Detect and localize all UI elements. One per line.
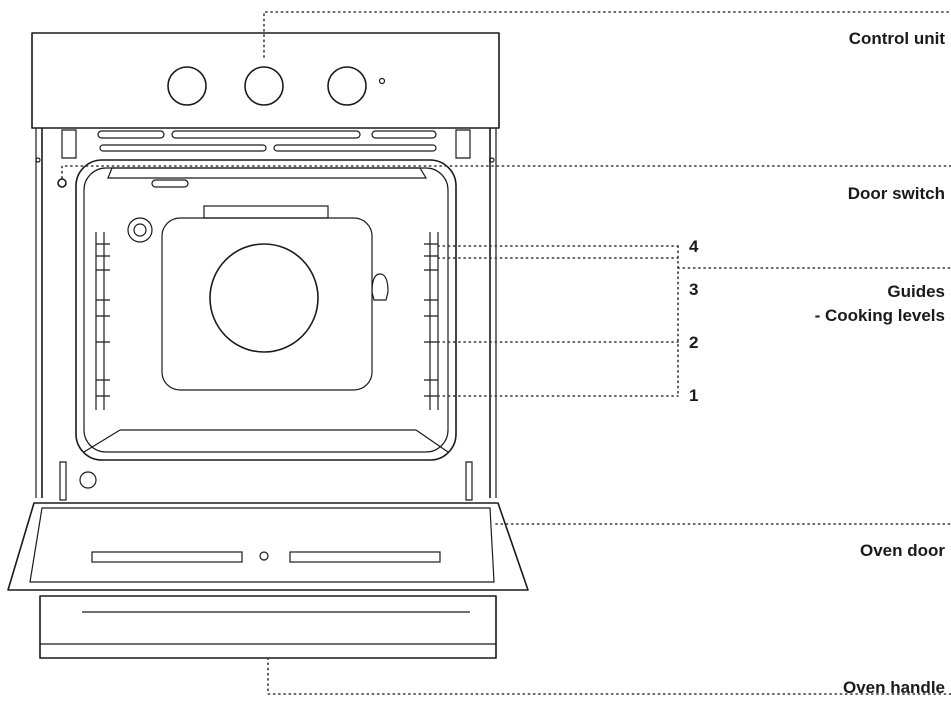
label-oven-handle: Oven handle [843, 678, 945, 697]
indicator-light [378, 77, 386, 85]
label-oven-door: Oven door [860, 541, 945, 560]
oven-cavity [75, 159, 457, 461]
fan-cover [209, 243, 319, 353]
label-cooking-levels: - Cooking levels [815, 306, 945, 325]
level-number-3: 3 [689, 280, 698, 299]
control-knob-left[interactable] [167, 66, 207, 106]
control-panel [31, 32, 500, 129]
oven-light [127, 217, 153, 243]
label-control-unit: Control unit [849, 29, 946, 48]
oven-door[interactable] [7, 461, 529, 591]
level-number-1: 1 [689, 386, 698, 405]
guide-rails-left [95, 232, 110, 410]
control-knob-middle[interactable] [244, 66, 284, 106]
oven-body [35, 128, 497, 498]
leader-lines [61, 11, 951, 695]
level-number-4: 4 [689, 237, 699, 256]
oven-handle[interactable] [39, 595, 497, 659]
label-guides: Guides [887, 282, 945, 301]
control-knob-right[interactable] [327, 66, 367, 106]
door-switch [57, 178, 67, 188]
level-number-2: 2 [689, 333, 698, 352]
guide-rails-right [424, 232, 439, 410]
label-door-switch: Door switch [848, 184, 945, 203]
